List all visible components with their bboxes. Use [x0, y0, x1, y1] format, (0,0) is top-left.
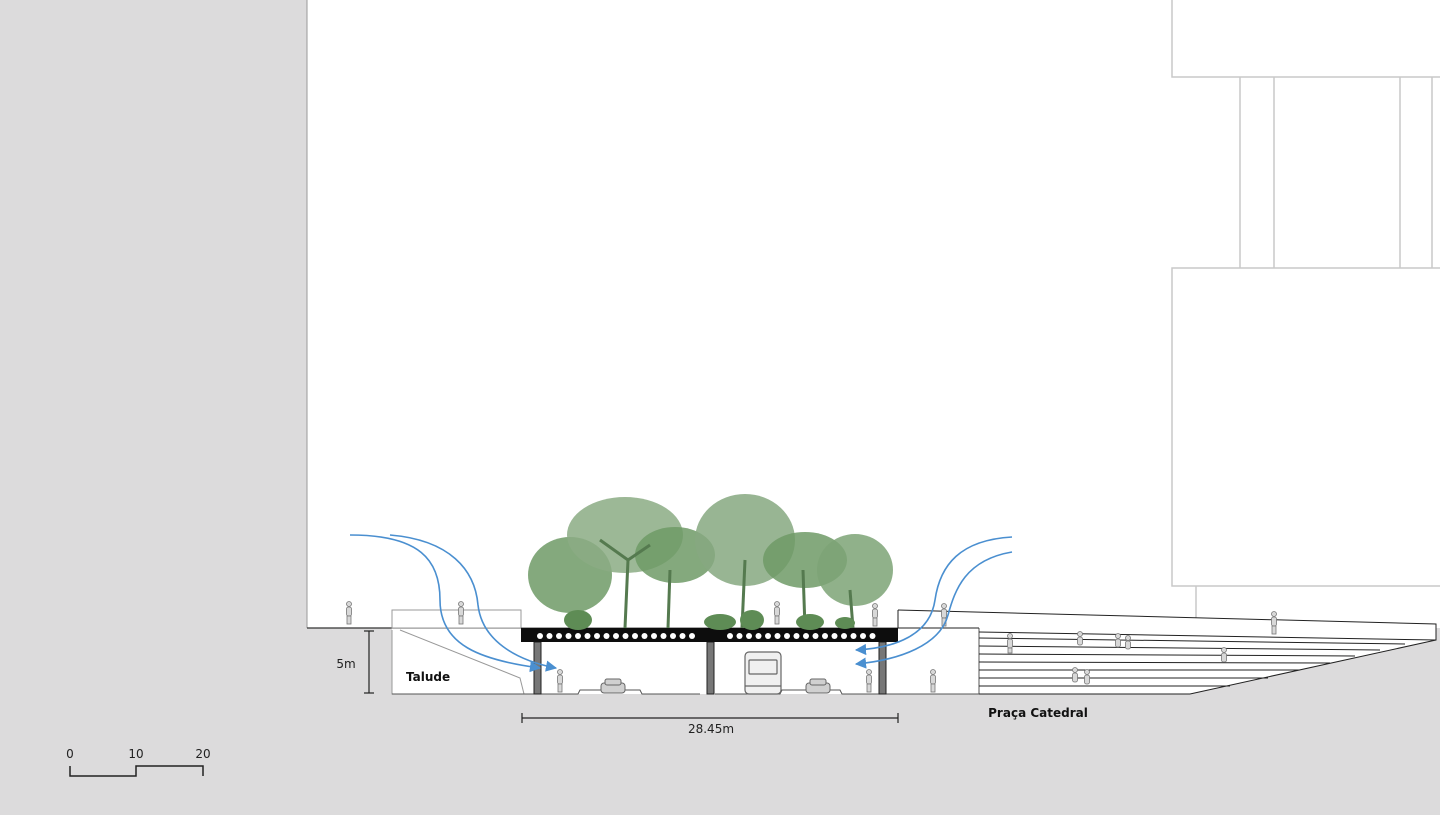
- scale-tick-0: 0: [66, 747, 74, 761]
- slab-void: [622, 633, 629, 639]
- slab-void: [841, 633, 847, 639]
- slab-void: [755, 633, 762, 639]
- span-dimension-label: 28.45m: [688, 722, 734, 736]
- scale-tick-10: 10: [128, 747, 143, 761]
- slab-void: [537, 633, 543, 639]
- slab-void: [822, 633, 828, 639]
- slab-void: [850, 633, 857, 639]
- slab-void: [727, 633, 733, 639]
- slab-void: [565, 633, 572, 639]
- people-figures: [346, 601, 1277, 693]
- slab-void: [670, 633, 676, 639]
- slab-void: [584, 633, 591, 639]
- shrubs: [564, 610, 855, 630]
- height-dimension-label: 5m: [336, 657, 355, 671]
- scale-bar: [69, 765, 204, 777]
- slab-void: [689, 633, 695, 639]
- height-dimension-line: [364, 630, 374, 694]
- section-background: [307, 0, 1440, 628]
- span-dimension-line: [521, 713, 899, 723]
- slab-void: [575, 633, 581, 639]
- bus: [744, 651, 782, 695]
- deck-slab: [521, 628, 898, 642]
- slab-void: [613, 633, 619, 639]
- slab-void: [556, 633, 562, 639]
- cars: [600, 678, 831, 694]
- slab-void: [774, 633, 781, 639]
- slab-void: [803, 633, 809, 639]
- slab-void: [679, 633, 686, 639]
- slab-void: [812, 633, 819, 639]
- airflow-arrows: [349, 534, 1013, 673]
- slab-void: [793, 633, 800, 639]
- tree-canopy: [528, 494, 893, 613]
- talude-label: Talude: [406, 670, 450, 684]
- slab-void: [632, 633, 638, 639]
- slab-void: [784, 633, 790, 639]
- slab-void: [831, 633, 838, 639]
- slab-void: [603, 633, 610, 639]
- praca-label: Praça Catedral: [988, 706, 1088, 720]
- slab-void: [765, 633, 771, 639]
- slab-void: [736, 633, 743, 639]
- slab-void: [546, 633, 553, 639]
- slab-void: [594, 633, 600, 639]
- slab-void: [641, 633, 648, 639]
- slab-void: [860, 633, 866, 639]
- slab-void: [746, 633, 752, 639]
- scale-tick-20: 20: [195, 747, 210, 761]
- praca-steps: [897, 609, 1437, 695]
- slab-void: [651, 633, 657, 639]
- slab-void: [660, 633, 667, 639]
- slab-void: [869, 633, 876, 639]
- building-outline: [1171, 0, 1440, 618]
